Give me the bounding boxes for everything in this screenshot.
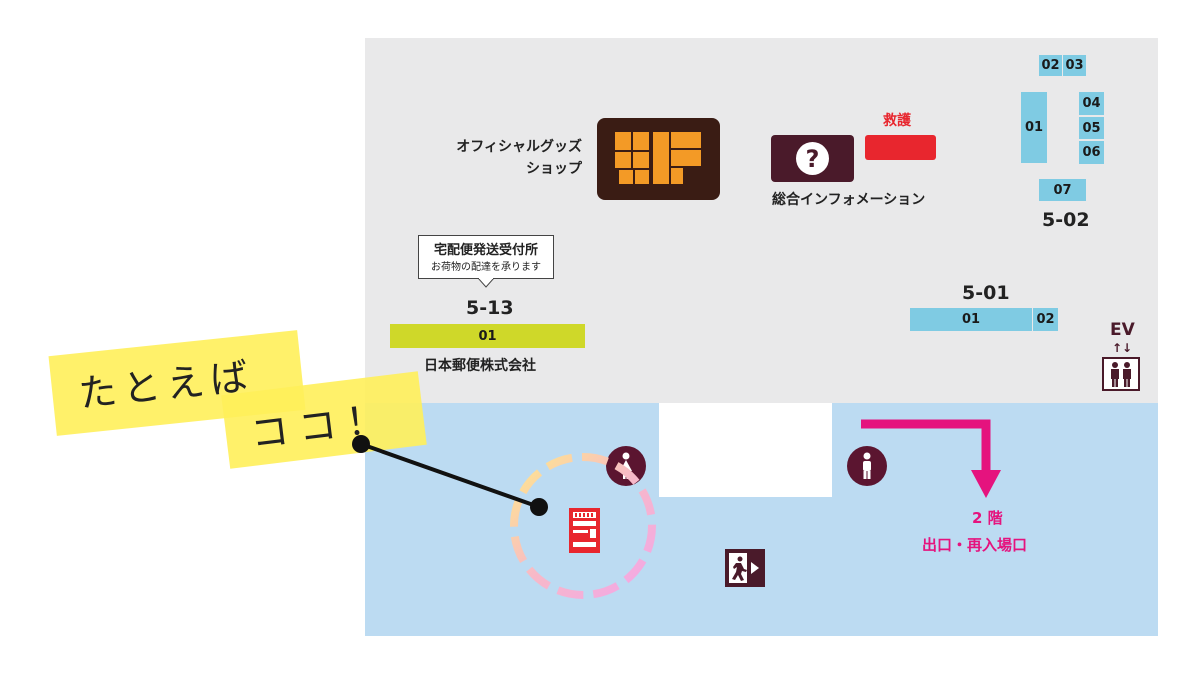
goods-shop-label: オフィシャルグッズ ショップ — [456, 139, 582, 177]
pointer-line — [352, 435, 548, 516]
bubble-pointer — [478, 278, 494, 288]
booth-5-01-01[interactable]: 01 — [910, 308, 1032, 331]
booth-5-02-06[interactable]: 06 — [1079, 141, 1104, 164]
booth-5-02-02[interactable]: 02 — [1039, 55, 1062, 76]
exit-label: 出口・再入場口 — [922, 536, 1028, 554]
delivery-bubble-title: 宅配便発送受付所 — [433, 243, 538, 258]
information-sign[interactable]: ? — [771, 135, 854, 182]
booth-5-02-04[interactable]: 04 — [1079, 92, 1104, 115]
delivery-bubble-sub: お荷物の配達を承ります — [431, 262, 541, 273]
elevator-arrows: ↑↓ — [1112, 341, 1133, 355]
booth-5-02-03[interactable]: 03 — [1063, 55, 1086, 76]
information-label: 総合インフォメーション — [772, 192, 926, 208]
booth-5-13-01[interactable]: 01 — [390, 324, 585, 348]
booth-5-02-07[interactable]: 07 — [1039, 179, 1086, 201]
vending-machine-icon[interactable] — [569, 508, 600, 553]
emergency-exit-icon[interactable] — [724, 548, 766, 588]
rescue-station[interactable] — [865, 135, 936, 160]
zone-5-02-label: 5-02 — [1042, 209, 1090, 231]
exit-route-arrow — [861, 419, 1001, 498]
zone-5-01-label: 5-01 — [962, 282, 1010, 304]
elevator-icon[interactable] — [1102, 357, 1140, 391]
exit-floor-label: 2 階 — [972, 509, 1003, 527]
company-label: 日本郵便株式会社 — [424, 358, 536, 374]
booth-5-01-02[interactable]: 02 — [1033, 308, 1058, 331]
booth-5-02-05[interactable]: 05 — [1079, 117, 1104, 139]
question-mark-icon: ? — [796, 142, 829, 175]
elevator-label: EV — [1110, 320, 1135, 340]
female-restroom-icon[interactable] — [606, 446, 646, 486]
goods-shop-logo-icon[interactable] — [597, 118, 720, 200]
rescue-label: 救護 — [883, 113, 911, 129]
male-restroom-icon[interactable] — [847, 446, 887, 486]
highlight-ring — [510, 453, 656, 599]
booth-5-02-01[interactable]: 01 — [1021, 92, 1047, 163]
zone-5-13-label: 5-13 — [466, 297, 514, 319]
hall-floor-blue-area-right — [832, 403, 1158, 636]
delivery-counter-bubble: 宅配便発送受付所 お荷物の配達を承ります — [418, 235, 554, 279]
